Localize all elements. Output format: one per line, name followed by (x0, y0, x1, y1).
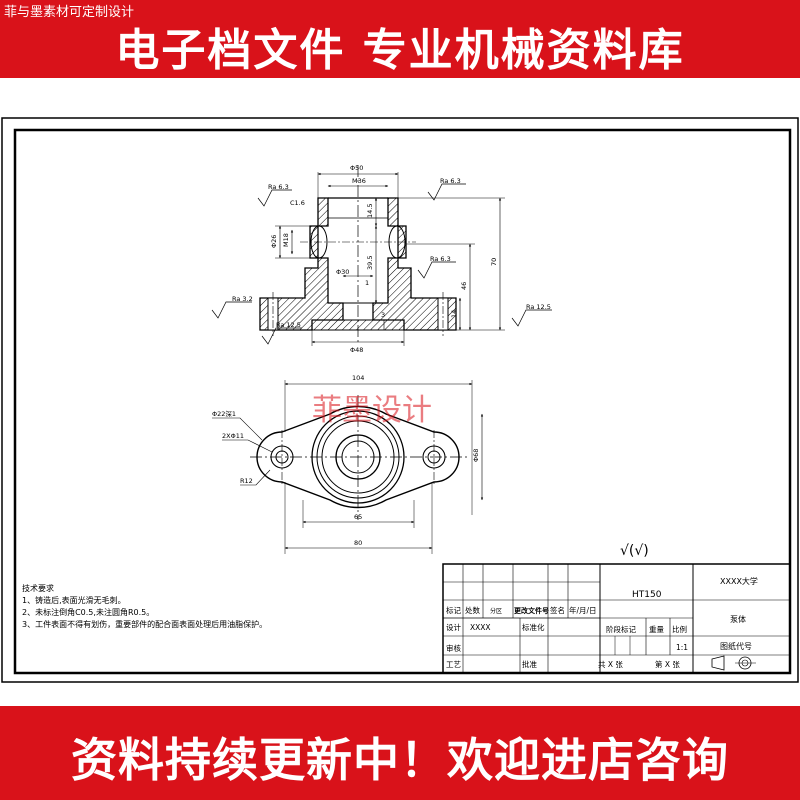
dim-104: 104 (352, 374, 364, 382)
dim-r12: R12 (240, 477, 253, 485)
engineering-drawing: Φ50 M36 C1.6 14.5 Φ26 M18 Φ30 39.5 1 70 … (1, 117, 799, 683)
label-stage-mark: 阶段标记 (606, 624, 636, 634)
roughness-ra125-left: Ra 12.5 (276, 321, 301, 329)
label-approve: 批准 (522, 659, 537, 669)
inner-frame (13, 128, 792, 675)
label-design: 设计 (446, 622, 461, 632)
label-scale: 比例 (672, 624, 687, 634)
scale-value: 1:1 (676, 643, 688, 652)
top-banner-title: 电子档文件 专业机械资料库 (115, 25, 685, 76)
header-change-doc: 更改文件号 (514, 606, 549, 615)
bottom-banner-title: 资料持续更新中！欢迎进店咨询 (71, 733, 729, 787)
top-view-dimension-labels: 104 Φ22深1 2XΦ11 R12 Φ68 65 80 (212, 374, 480, 547)
projection-cone-icon (711, 655, 725, 671)
label-review: 审核 (446, 643, 461, 653)
roughness-ra32: Ra 3.2 (232, 295, 253, 303)
header-date: 年/月/日 (569, 605, 597, 615)
header-zone: 分区 (490, 607, 502, 615)
dim-39-5: 39.5 (366, 256, 374, 270)
roughness-ra125-right: Ra 12.5 (526, 303, 551, 311)
dim-14-5: 14.5 (366, 204, 374, 218)
header-signature: 签名 (550, 605, 565, 615)
label-process: 工艺 (446, 660, 461, 669)
material: HT150 (632, 590, 662, 600)
dim-14: 14 (450, 310, 458, 318)
dim-holes: 2XΦ11 (222, 432, 244, 440)
label-weight: 重量 (649, 625, 664, 634)
dim-phi22: Φ22深1 (212, 409, 236, 418)
tech-requirement-2: 2、未标注倒角C0.5,未注圆角R0.5。 (22, 607, 154, 617)
dim-phi50: Φ50 (350, 164, 363, 172)
dim-70: 70 (490, 258, 498, 266)
sheet-number: 第 X 张 (655, 659, 680, 669)
tech-requirements-title: 技术要求 (22, 583, 54, 593)
dim-65: 65 (354, 513, 362, 521)
dim-3: 3 (381, 311, 385, 319)
bottom-banner: 资料持续更新中！欢迎进店咨询 (0, 706, 800, 800)
tech-requirement-3: 3、工件表面不得有划伤，重要部件的配合面表面处理后用油脂保护。 (22, 619, 267, 629)
dim-80: 80 (354, 539, 362, 547)
header-mark: 标记 (446, 605, 461, 615)
tech-requirement-1: 1、铸造后,表面光滑无毛刺。 (22, 595, 126, 605)
roughness-ra63-mid: Ra 6.3 (430, 255, 451, 263)
dim-m36: M36 (352, 177, 366, 185)
dim-46: 46 (460, 282, 468, 290)
roughness-ra63-right: Ra 6.3 (440, 177, 461, 185)
overlay-watermark: 菲墨设计 (312, 393, 432, 428)
label-standardize: 标准化 (522, 622, 545, 632)
sheets-total: 共 X 张 (598, 660, 623, 669)
roughness-ra63-left: Ra 6.3 (268, 183, 289, 191)
outer-frame (1, 117, 799, 683)
dim-phi26: Φ26 (270, 235, 278, 248)
title-block (442, 563, 791, 674)
section-dimension-labels: Φ50 M36 C1.6 14.5 Φ26 M18 Φ30 39.5 1 70 … (232, 164, 551, 354)
part-name: 泵体 (730, 614, 746, 624)
header-count: 处数 (465, 605, 480, 615)
technical-requirements: 技术要求 1、铸造后,表面光滑无毛刺。 2、未标注倒角C0.5,未注圆角R0.5… (22, 583, 267, 629)
dim-phi48: Φ48 (350, 346, 363, 354)
dim-c16: C1.6 (290, 199, 305, 207)
school-name: XXXX大学 (720, 576, 758, 586)
top-view (212, 380, 484, 554)
drawing-area: Φ50 M36 C1.6 14.5 Φ26 M18 Φ30 39.5 1 70 … (0, 100, 800, 700)
dim-phi68: Φ68 (472, 449, 480, 462)
general-roughness-symbol: √(√) (620, 543, 649, 559)
dim-1: 1 (365, 279, 369, 287)
designer-name: XXXX (470, 623, 491, 632)
top-banner: 菲与墨素材可定制设计 电子档文件 专业机械资料库 (0, 0, 800, 78)
corner-watermark: 菲与墨素材可定制设计 (4, 5, 135, 20)
title-block-text: HT150 XXXX大学 泵体 图纸代号 标记 处数 分区 更改文件号 签名 年… (446, 576, 758, 669)
dim-m18: M18 (282, 233, 290, 247)
dim-phi30: Φ30 (336, 268, 349, 276)
drawing-number: 图纸代号 (720, 641, 752, 651)
section-view (211, 165, 552, 346)
